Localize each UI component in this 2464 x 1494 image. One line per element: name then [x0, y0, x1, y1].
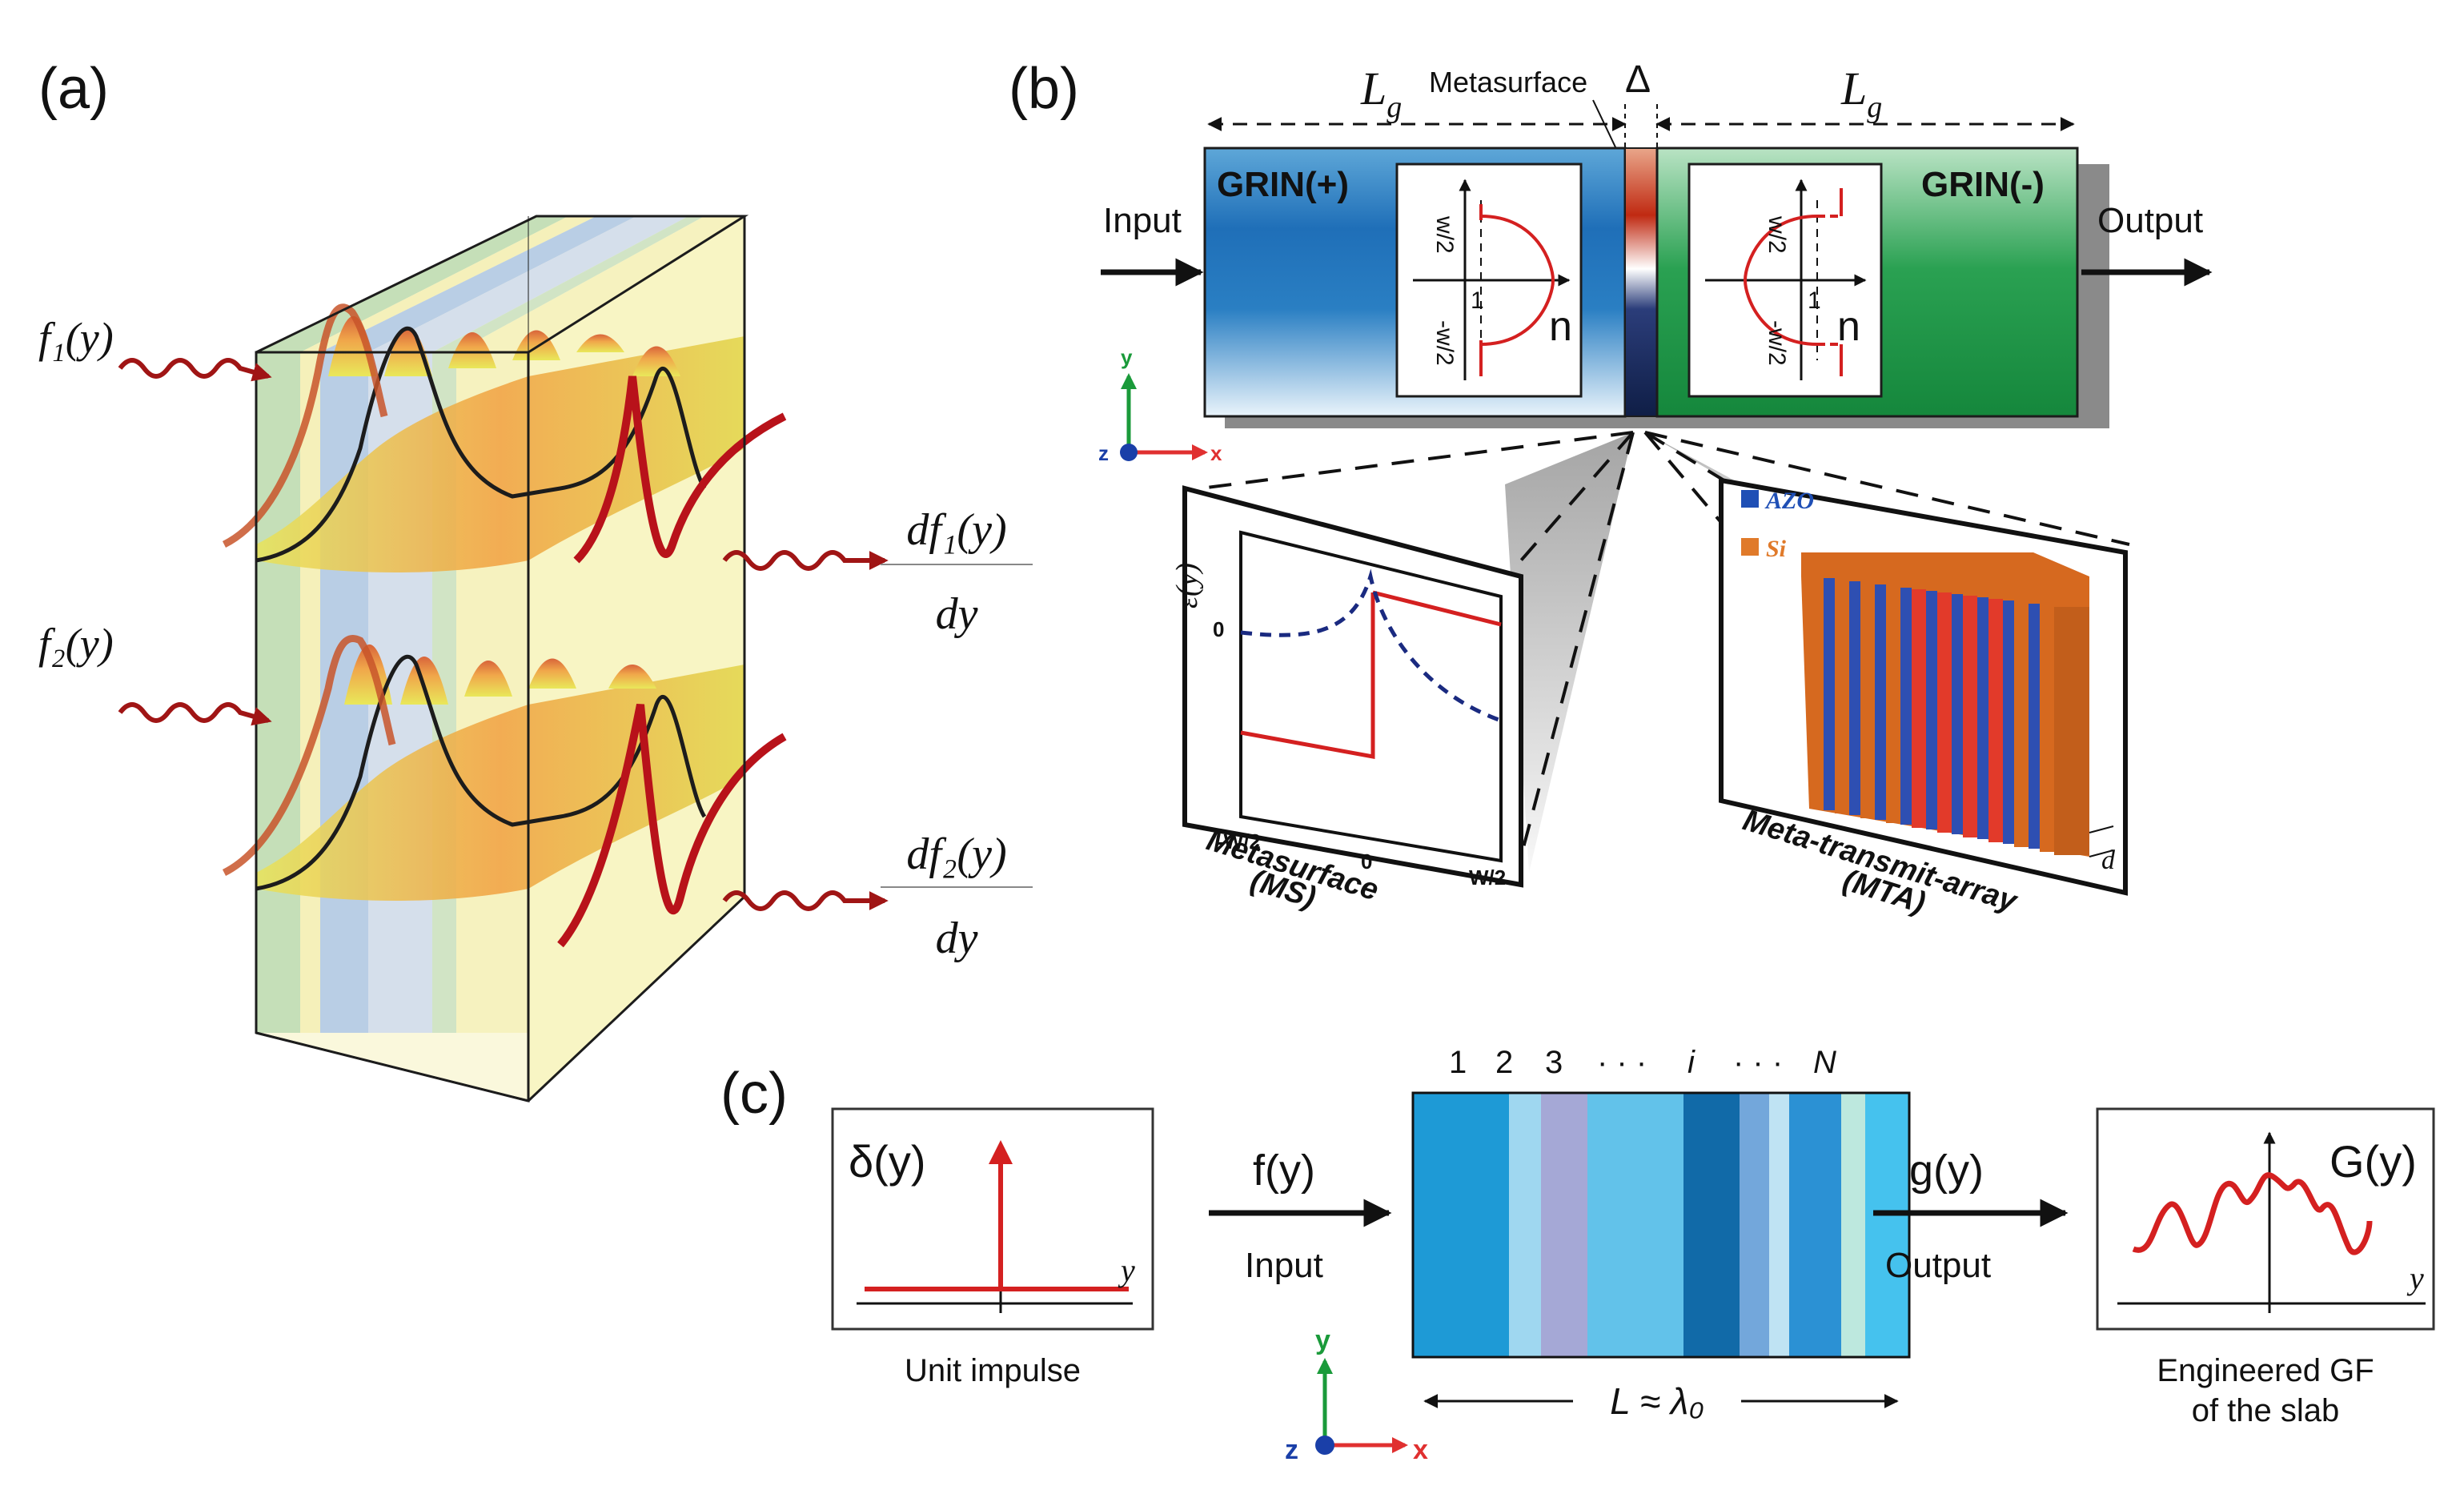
mta-array-stripes: [1809, 576, 2089, 855]
grin-minus-index-inset: w/2 -w/2 1 n: [1687, 163, 1883, 398]
panel-c-label: (c): [720, 1062, 788, 1126]
layered-slab: [1411, 1091, 1911, 1359]
ms-zoom-cone: [1505, 432, 1633, 873]
delta-label: Δ: [1625, 58, 1651, 101]
layer-ellipsis-1: · · ·: [1597, 1045, 1647, 1080]
gf-label: G(y): [2330, 1136, 2417, 1187]
layer-index-1: 1: [1449, 1045, 1467, 1080]
metasurface-strip: [1624, 147, 1658, 417]
panel-c-axes: y z x: [1285, 1325, 1428, 1465]
panel-b: (b) Lg Lg Metasurface Δ GRIN(+) GRIN(-): [1009, 57, 2213, 920]
impulse-delta-label: δ(y): [849, 1136, 925, 1187]
legend-azo-label: AZO: [1764, 488, 1814, 514]
input-f1-label: f₁(y): [38, 314, 114, 362]
input-f2-label: f₂(y): [38, 620, 114, 668]
panel-b-axes: y z x: [1098, 345, 1222, 465]
legend-si-label: Si: [1766, 536, 1787, 562]
output-wave-2-arrow: [722, 890, 889, 911]
meta-transmit-array-card: AZO Si d Meta-transmit-array (MTA): [1719, 477, 2128, 920]
input-wave-1-arrow: [118, 358, 272, 382]
svg-text:z: z: [1285, 1435, 1298, 1465]
output-df2-numerator: df₂(y): [906, 829, 1006, 879]
wave-surface-upper: [222, 303, 787, 572]
lg-right-label: Lg: [1840, 62, 1882, 124]
panel-b-label: (b): [1009, 57, 1079, 121]
layer-index-2: 2: [1495, 1045, 1513, 1080]
layer-index-N: N: [1813, 1045, 1836, 1080]
svg-text:y: y: [1121, 345, 1133, 369]
mta-d-label: d: [2101, 845, 2116, 875]
svg-text:y: y: [1118, 1252, 1135, 1288]
svg-text:-W/2: -W/2: [1217, 829, 1261, 853]
engineered-gf-box: G(y) y Engineered GF of the slab: [2096, 1107, 2435, 1428]
lg-left-label: Lg: [1360, 62, 1402, 124]
grin-minus-label: GRIN(-): [1921, 165, 2045, 204]
svg-text:x: x: [1210, 441, 1222, 465]
svg-text:1: 1: [1808, 287, 1821, 314]
svg-text:n: n: [1837, 303, 1860, 350]
layer-index-i: i: [1687, 1045, 1696, 1080]
gy-label: g(y): [1909, 1147, 1984, 1195]
panel-a-label: (a): [38, 57, 109, 121]
legend-azo-swatch: [1741, 490, 1759, 508]
metasurface-label: Metasurface: [1429, 66, 1587, 98]
svg-text:0: 0: [1361, 849, 1372, 874]
layer-index-3: 3: [1545, 1045, 1563, 1080]
fy-label: f(y): [1253, 1147, 1315, 1195]
svg-text:w/2: w/2: [1431, 215, 1458, 254]
svg-text:0: 0: [1213, 617, 1224, 641]
gf-caption-2: of the slab: [2192, 1393, 2340, 1428]
grin-plus-index-inset: w/2 -w/2 1 n: [1395, 163, 1583, 398]
svg-text:y: y: [1315, 1325, 1330, 1355]
svg-text:x: x: [1413, 1435, 1428, 1465]
output-df2-denominator: dy: [936, 914, 978, 963]
input-wave-2-arrow: [118, 702, 272, 726]
wave-surface-lower: [222, 635, 787, 948]
metasurface-plot-card: 0 ε(y) -W/2 0 W/2 Metasurface (MS): [1170, 485, 1523, 915]
slab-layers: [256, 216, 744, 1101]
output-df1-denominator: dy: [936, 589, 978, 639]
panel-c-input-label: Input: [1245, 1246, 1323, 1285]
layer-ellipsis-2: · · ·: [1733, 1045, 1783, 1080]
gf-caption-1: Engineered GF: [2157, 1353, 2374, 1388]
slab-length-label: L ≈ λ₀: [1610, 1380, 1704, 1422]
unit-impulse-box: δ(y) y Unit impulse: [831, 1107, 1154, 1388]
impulse-caption: Unit impulse: [905, 1353, 1081, 1388]
panel-b-output-label: Output: [2097, 201, 2203, 240]
panel-a: (a): [38, 57, 1033, 1102]
output-df1-numerator: df₁(y): [906, 505, 1006, 555]
svg-text:ε(y): ε(y): [1170, 563, 1204, 608]
svg-text:1: 1: [1471, 287, 1484, 314]
output-wave-1-arrow: [722, 550, 889, 571]
svg-text:z: z: [1098, 441, 1109, 465]
legend-si-swatch: [1741, 538, 1759, 556]
svg-text:W/2: W/2: [1469, 865, 1506, 890]
svg-text:-w/2: -w/2: [1431, 320, 1458, 366]
svg-text:-w/2: -w/2: [1764, 320, 1790, 366]
svg-text:w/2: w/2: [1764, 215, 1790, 254]
svg-text:n: n: [1549, 303, 1572, 350]
svg-text:y: y: [2406, 1260, 2424, 1296]
panel-c-output-label: Output: [1885, 1246, 1991, 1285]
grin-plus-label: GRIN(+): [1217, 165, 1349, 204]
panel-c: (c) δ(y) y Unit impulse f(y) Input: [720, 1045, 2435, 1465]
panel-b-input-label: Input: [1103, 201, 1182, 240]
